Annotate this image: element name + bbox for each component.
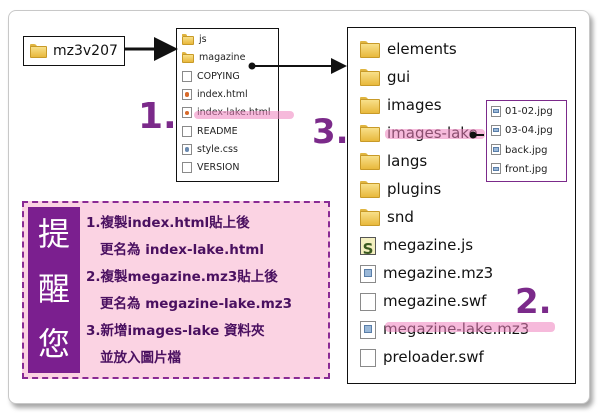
image-file-icon	[491, 163, 501, 175]
folder-icon	[360, 40, 380, 59]
reminder-char-2: 醒	[37, 270, 70, 308]
folder-icon	[360, 96, 380, 115]
file-icon	[360, 348, 376, 367]
big-file-item[interactable]: langs	[360, 148, 427, 174]
big-file-item[interactable]: preloader.swf	[360, 344, 484, 370]
mz3-file-icon	[360, 320, 376, 339]
folder-icon	[182, 34, 194, 45]
highlight-images-lake	[385, 129, 485, 139]
file-icon	[182, 162, 192, 174]
js-file-icon	[360, 236, 376, 262]
folder-icon	[360, 124, 380, 143]
highlight-megazine-lake	[385, 322, 555, 332]
small-file-item-label: COPYING	[197, 70, 240, 82]
step-1-label: 1.	[138, 96, 177, 137]
big-file-item-label: preloader.swf	[383, 348, 484, 366]
big-file-item-label: images	[387, 96, 442, 114]
small-file-item[interactable]: index.html	[182, 86, 248, 103]
big-file-item-label: gui	[387, 68, 411, 86]
folder-icon	[360, 208, 380, 227]
root-folder-item[interactable]: mz3v207	[30, 40, 118, 62]
image-file-icon	[491, 124, 501, 136]
folder-icon	[360, 180, 380, 199]
html-file-icon	[182, 88, 192, 100]
small-file-item-label: README	[197, 125, 238, 137]
css-file-icon	[182, 143, 192, 155]
big-file-item[interactable]: megazine.mz3	[360, 260, 493, 286]
small-file-item-label: VERSION	[197, 162, 240, 174]
image-file-label: front.jpg	[505, 163, 548, 175]
big-file-item-label: megazine.mz3	[383, 264, 494, 282]
small-file-item[interactable]: magazine	[182, 49, 245, 66]
big-file-item[interactable]: snd	[360, 204, 414, 230]
image-file-label: 03-04.jpg	[505, 125, 553, 137]
big-file-item-label: snd	[387, 208, 414, 226]
note-line-1: 1.複製index.html貼上後	[86, 215, 250, 231]
image-file-item[interactable]: 03-04.jpg	[491, 121, 553, 140]
big-file-item[interactable]: megazine.swf	[360, 288, 486, 314]
small-file-item[interactable]: VERSION	[182, 159, 240, 176]
small-file-item-label: index.html	[197, 88, 248, 100]
small-file-item[interactable]: style.css	[182, 141, 238, 158]
big-file-item-label: elements	[387, 40, 457, 58]
step-2-label: 2.	[515, 282, 552, 322]
note-line-3: 2.複製megazine.mz3貼上後	[86, 269, 278, 285]
folder-icon	[360, 152, 380, 171]
folder-icon	[182, 52, 194, 64]
image-file-icon	[491, 144, 501, 156]
image-file-label: 01-02.jpg	[505, 106, 553, 117]
file-icon	[360, 292, 376, 311]
image-file-label: back.jpg	[505, 144, 548, 156]
folder-icon	[360, 68, 380, 87]
image-file-icon	[491, 105, 501, 117]
big-file-item[interactable]: megazine.js	[360, 232, 474, 262]
big-file-item[interactable]: elements	[360, 36, 457, 62]
big-file-item-label: plugins	[387, 180, 442, 198]
note-line-5: 3.新增images-lake 資料夾	[86, 323, 265, 339]
note-line-4: 更名為 megazine-lake.mz3	[100, 296, 293, 312]
reminder-title: 提 醒 您	[28, 207, 80, 373]
big-file-item-label: megazine.swf	[383, 292, 487, 310]
mz3v207-contents-box: jsmagazineCOPYINGindex.htmlindex-lake.ht…	[176, 28, 279, 182]
note-line-6: 並放入圖片檔	[100, 350, 181, 366]
small-file-item[interactable]: README	[182, 123, 238, 140]
reminder-char-1: 提	[37, 215, 70, 253]
big-file-item-label: langs	[387, 152, 428, 170]
root-folder-box: mz3v207	[23, 36, 125, 66]
reminder-note: 提 醒 您 1.複製index.html貼上後 更名為 index-lake.h…	[22, 201, 330, 379]
step-3-label: 3.	[312, 112, 349, 152]
file-icon	[182, 70, 192, 82]
images-lake-contents-box: 01-02.jpg 03-04.jpg back.jpg front.jpg	[486, 100, 567, 182]
small-file-item-label: magazine	[199, 52, 246, 64]
folder-icon	[30, 44, 47, 58]
image-file-item[interactable]: 01-02.jpg	[491, 102, 553, 121]
small-file-item[interactable]: js	[182, 31, 207, 48]
root-folder-label: mz3v207	[53, 43, 118, 59]
small-file-item-label: js	[199, 34, 207, 45]
reminder-char-3: 您	[37, 325, 70, 363]
image-file-item[interactable]: front.jpg	[491, 160, 547, 179]
small-file-item[interactable]: COPYING	[182, 68, 240, 85]
file-icon	[182, 125, 192, 137]
big-file-item[interactable]: images	[360, 92, 442, 118]
small-file-item-label: style.css	[197, 143, 238, 155]
big-file-item[interactable]: gui	[360, 64, 410, 90]
highlight-index-lake	[194, 111, 294, 119]
mz3-file-icon	[360, 264, 376, 283]
big-file-item[interactable]: plugins	[360, 176, 441, 202]
html-file-icon	[182, 107, 192, 119]
note-line-2: 更名為 index-lake.html	[100, 242, 264, 258]
big-file-item-label: megazine.js	[383, 236, 474, 254]
image-file-item[interactable]: back.jpg	[491, 141, 547, 160]
